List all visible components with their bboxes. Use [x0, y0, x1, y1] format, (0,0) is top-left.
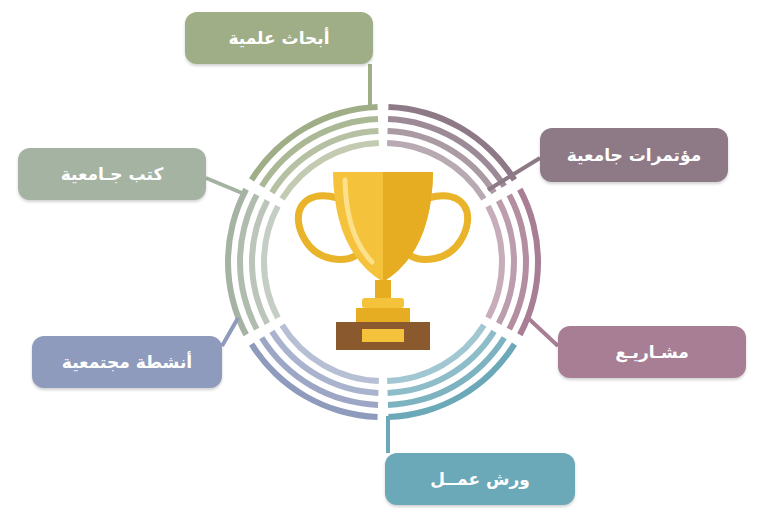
- ring-segment: [507, 193, 529, 330]
- category-box: مؤتمرات جامعية: [540, 128, 728, 182]
- leader-line: [206, 178, 242, 193]
- leader-lines: [206, 64, 558, 453]
- ring-segment: [237, 193, 259, 330]
- trophy-icon: [298, 172, 467, 350]
- leader-line: [368, 64, 372, 108]
- category-label: ورش عمــل: [430, 469, 530, 489]
- category-label: مشـاريـع: [615, 342, 689, 362]
- category-label: مؤتمرات جامعية: [567, 145, 701, 165]
- ring-segment: [517, 188, 541, 336]
- category-label: كتب جـامعية: [61, 164, 164, 184]
- category-label: أبحاث علمية: [228, 28, 329, 48]
- category-box: مشـاريـع: [558, 326, 746, 378]
- leader-line: [222, 318, 238, 346]
- leader-line: [528, 318, 558, 346]
- ring-segment: [261, 205, 281, 320]
- leader-line: [488, 158, 540, 190]
- ring-segment: [485, 205, 505, 320]
- category-box: كتب جـامعية: [18, 148, 206, 200]
- category-box: ورش عمــل: [385, 453, 575, 505]
- ring-segment: [225, 188, 249, 336]
- category-box: أنشطة مجتمعية: [32, 336, 222, 388]
- segment-rings: [225, 104, 541, 420]
- leader-line: [386, 416, 390, 453]
- category-label: أنشطة مجتمعية: [62, 352, 192, 372]
- category-box: أبحاث علمية: [185, 12, 373, 64]
